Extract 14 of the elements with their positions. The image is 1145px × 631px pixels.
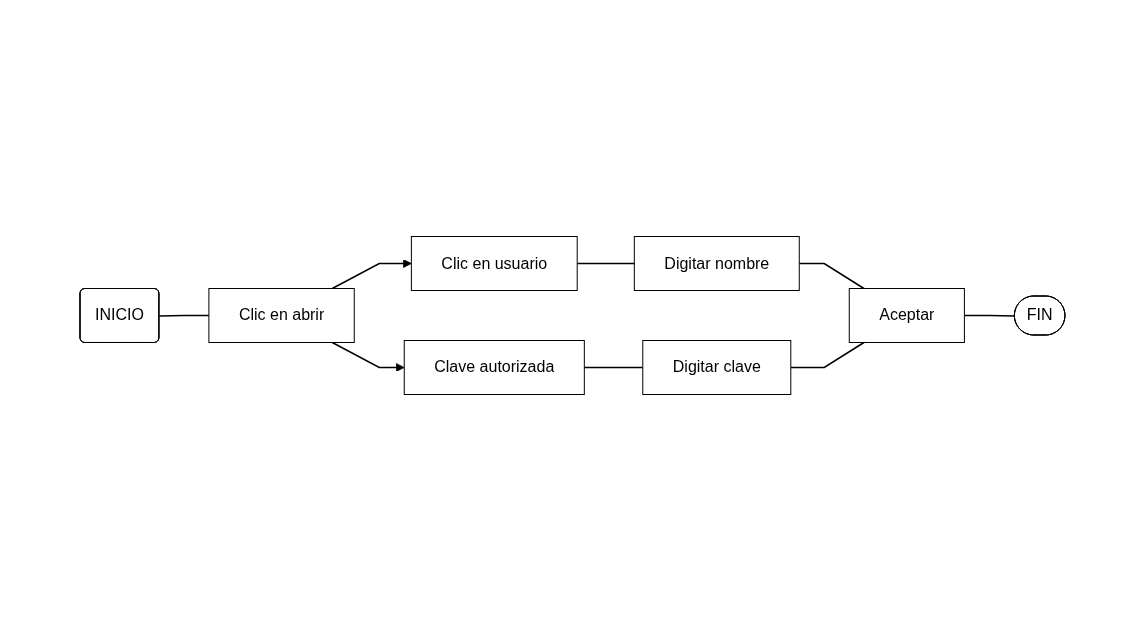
node-box: Digitar clave <box>642 340 792 395</box>
connector <box>158 314 210 317</box>
node-box: Digitar nombre <box>633 236 800 291</box>
node-box: Aceptar <box>848 288 965 343</box>
connector <box>963 314 1016 317</box>
node-box: Clave autorizada <box>403 340 585 395</box>
arrow <box>331 259 412 290</box>
node-box: Clic en abrir <box>208 288 355 343</box>
connector <box>798 262 865 290</box>
connector <box>790 341 865 369</box>
connector <box>576 262 636 265</box>
connector <box>583 366 644 369</box>
arrow <box>331 341 405 372</box>
node-box: Clic en usuario <box>410 236 578 291</box>
